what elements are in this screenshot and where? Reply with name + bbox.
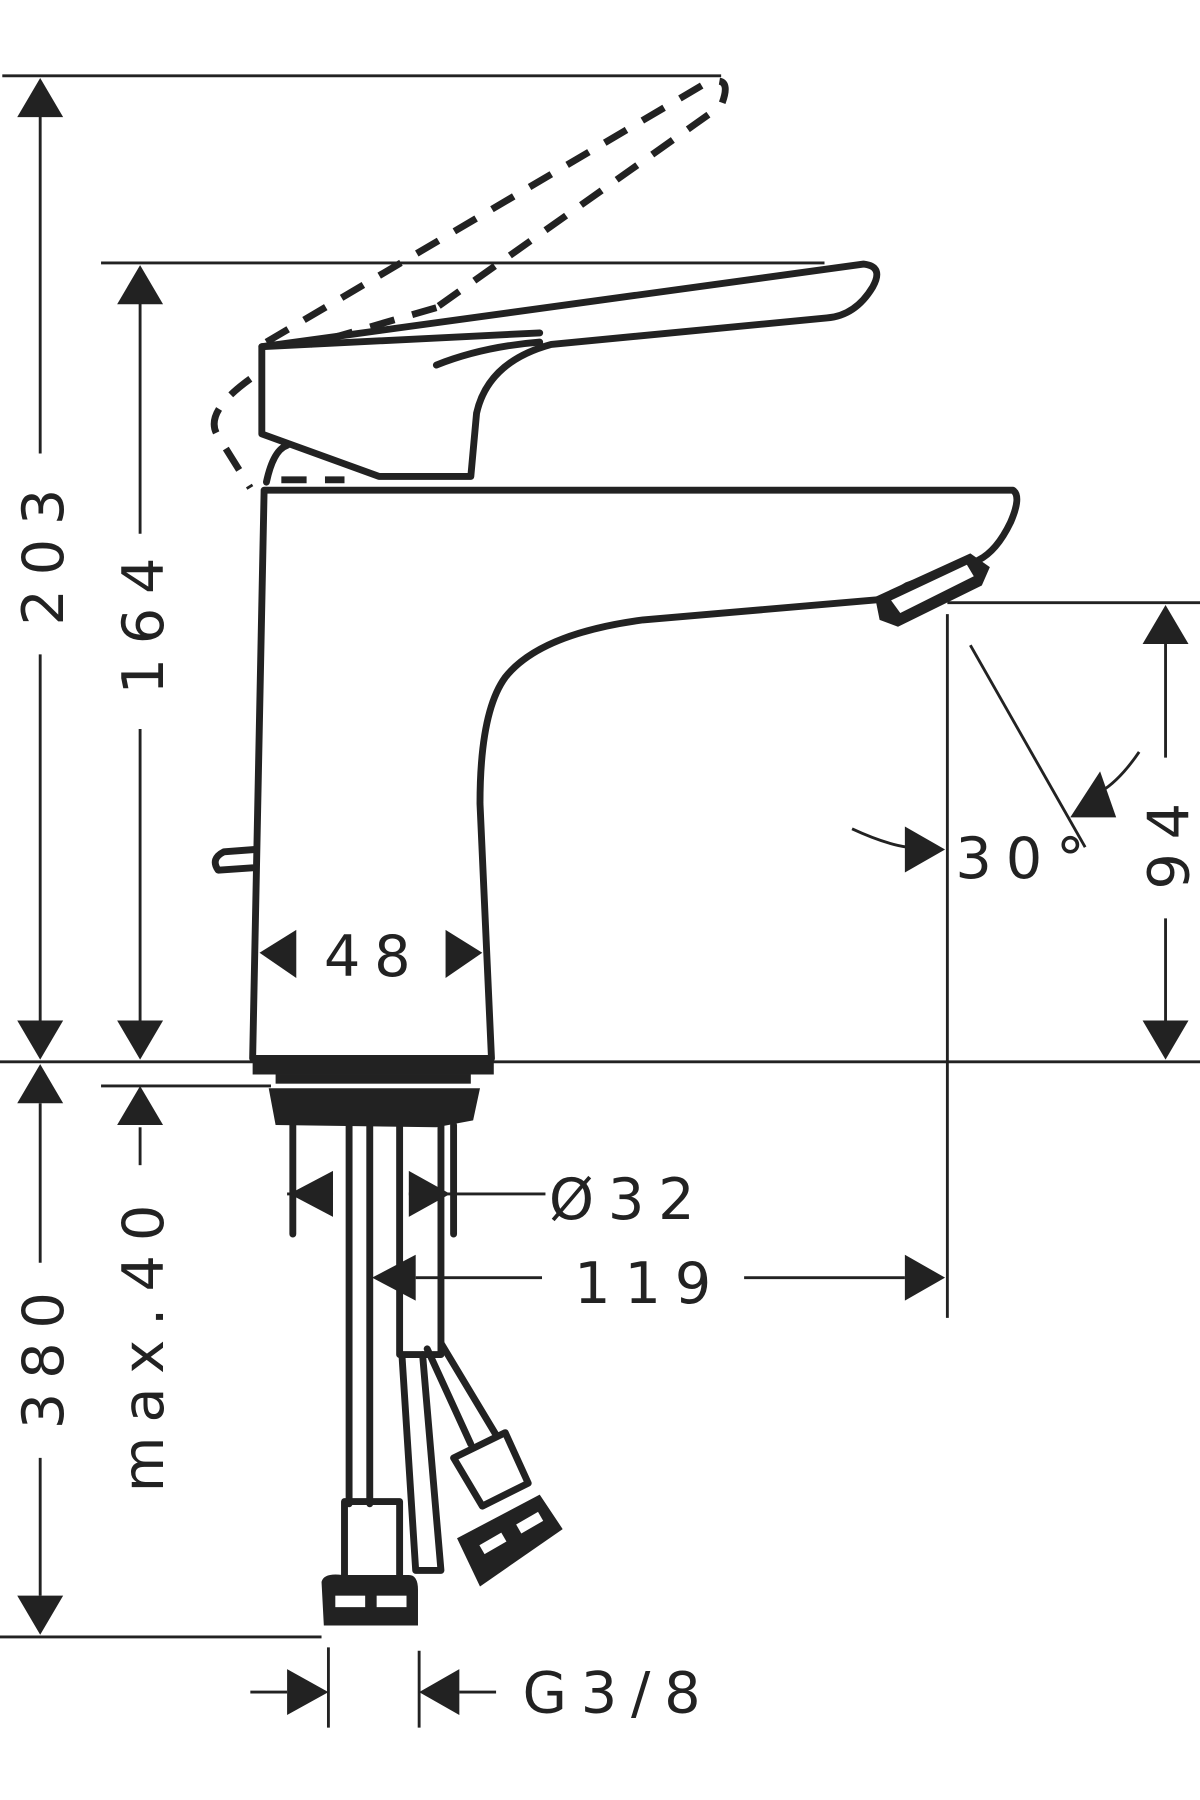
extension-lines <box>0 74 1200 1639</box>
dim-40-label: 40 <box>110 1191 177 1292</box>
dim-203-label: 203 <box>10 475 77 626</box>
dimension-thread: G3/8 <box>250 1647 714 1728</box>
dim-g38-label: G3/8 <box>522 1660 714 1727</box>
dimension-hole-diameter: Ø32 <box>287 1166 709 1233</box>
dimension-lever-height: 164 <box>110 265 177 1060</box>
dim-380-label: 380 <box>10 1278 77 1429</box>
dim-max-label: max. <box>110 1294 177 1492</box>
faucet-body <box>211 486 1021 1062</box>
dim-164-label: 164 <box>110 544 177 695</box>
lever-open-position-dashed <box>210 77 729 490</box>
dimension-spout-projection: 119 <box>368 1250 946 1318</box>
dimension-jet-angle: 30° <box>851 644 1141 892</box>
dimension-spout-height: 94 <box>1136 604 1200 1060</box>
dim-30deg-label: 30° <box>955 825 1098 892</box>
dimension-hose-length: 380 <box>10 1064 77 1635</box>
dim-119-label: 119 <box>574 1250 725 1317</box>
dim-94-label: 94 <box>1136 789 1200 890</box>
under-deck-assembly <box>252 1060 563 1626</box>
dimension-overall-height: 203 <box>10 78 77 1060</box>
dimension-body-width: 48 <box>259 923 483 990</box>
dimension-max-deck-thickness: max. 40 <box>110 1085 177 1492</box>
dim-48-label: 48 <box>324 923 425 990</box>
dim-diameter-32-label: Ø32 <box>549 1166 709 1233</box>
lever-handle <box>258 260 881 486</box>
